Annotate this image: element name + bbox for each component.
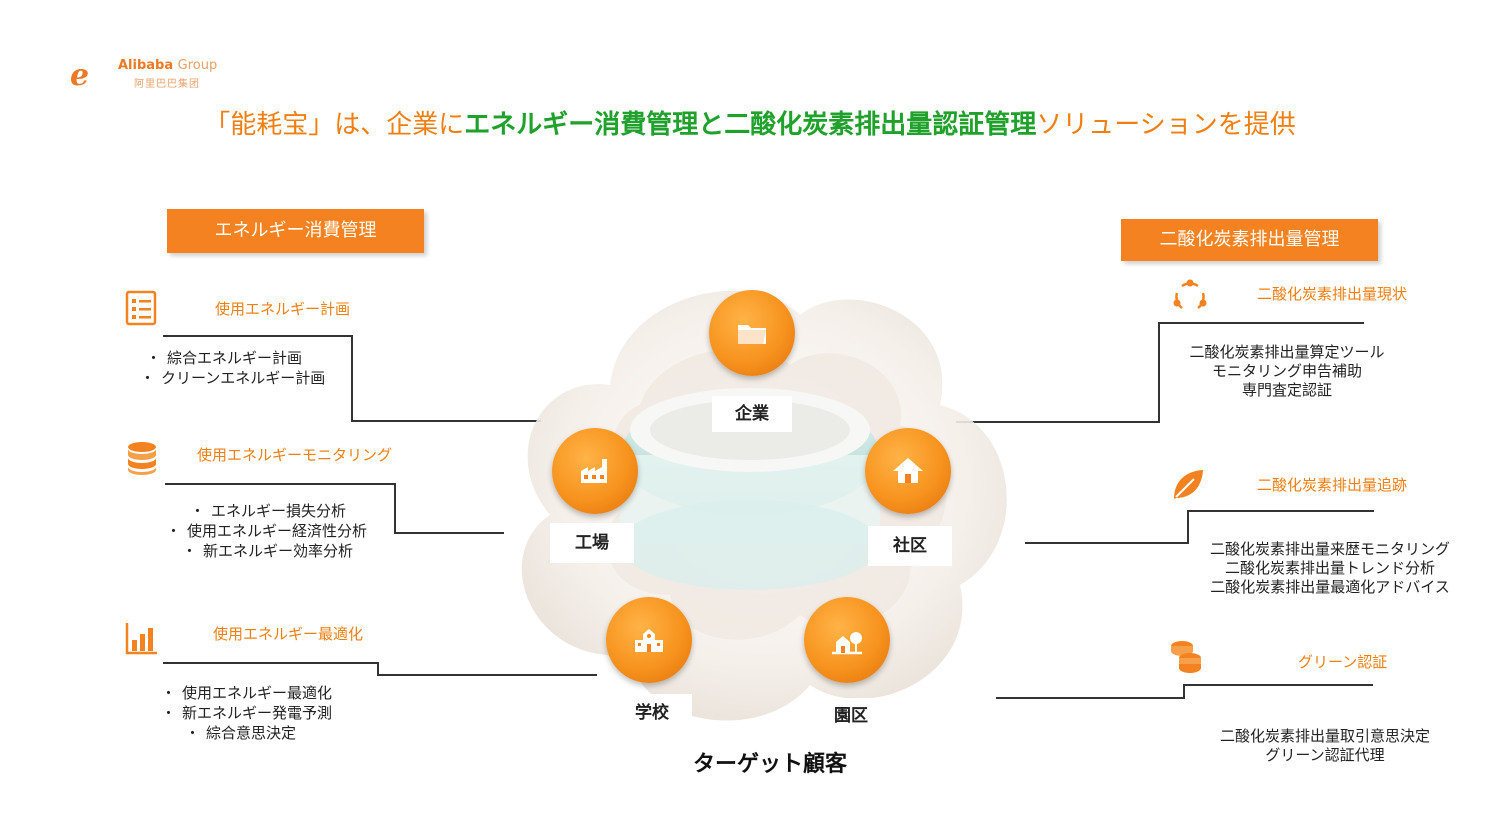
energy-plan-list: 綜合エネルギー計画 クリーンエネルギー計画	[146, 348, 325, 388]
node-school[interactable]	[606, 597, 692, 683]
node-label-factory: 工場	[550, 523, 634, 563]
connector-line	[163, 335, 353, 337]
cycle-icon	[1173, 279, 1207, 309]
node-label-enterprise: 企業	[712, 396, 792, 432]
connector-line	[996, 697, 1185, 699]
list-item: 綜合エネルギー計画	[146, 348, 325, 368]
database-icon	[128, 442, 156, 475]
list-item: 使用エネルギー経済性分析	[166, 521, 367, 541]
connector-line	[1187, 510, 1374, 512]
section-title-green-certification: グリーン認証	[1298, 653, 1388, 671]
page-title: 「能耗宝」は、企業にエネルギー消費管理と二酸化炭素排出量認証管理ソリューションを…	[204, 110, 1296, 140]
list-item: 使用エネルギー最適化	[161, 683, 332, 703]
connector-line	[1183, 684, 1373, 686]
connector-line	[163, 662, 379, 664]
node-factory[interactable]	[552, 428, 638, 514]
alibaba-e-mark: e	[70, 58, 90, 93]
folder-icon	[738, 325, 766, 344]
connector-line	[1187, 510, 1189, 544]
connector-line	[956, 421, 1160, 423]
house-icon	[893, 458, 923, 483]
connector-line	[377, 674, 597, 676]
carbon-tracking-text: 二酸化炭素排出量来歴モニタリング 二酸化炭素排出量トレンド分析 二酸化炭素排出量…	[1209, 540, 1450, 596]
logo-cn-text: 阿里巴巴集团	[134, 79, 200, 90]
section-title-energy-plan: 使用エネルギー計画	[215, 300, 351, 318]
energy-management-header: エネルギー消費管理	[167, 209, 424, 253]
section-title-carbon-tracking: 二酸化炭素排出量追跡	[1257, 476, 1408, 494]
section-title-energy-optimization: 使用エネルギー最適化	[213, 625, 364, 643]
target-customers-caption: ターゲット顧客	[692, 752, 847, 777]
list-item: 新エネルギー効率分析	[182, 541, 367, 561]
connector-line	[1183, 684, 1185, 699]
checklist-icon	[125, 290, 157, 326]
connector-line	[351, 420, 541, 422]
green-certification-text: 二酸化炭素排出量取引意思決定 グリーン認証代理	[1219, 727, 1430, 764]
node-industrial-park[interactable]	[804, 597, 890, 683]
alibaba-logo: e Alibaba Group 阿里巴巴集团	[70, 56, 250, 96]
connector-line	[377, 662, 379, 676]
section-title-carbon-status: 二酸化炭素排出量現状	[1257, 285, 1408, 303]
cloud-platform-graphic	[521, 290, 1007, 721]
leaf-icon	[1174, 470, 1203, 499]
connector-line	[394, 483, 396, 534]
section-title-energy-monitoring: 使用エネルギーモニタリング	[197, 446, 393, 464]
node-label-industrial-park: 園区	[810, 698, 892, 734]
logo-text: Alibaba	[118, 58, 174, 73]
factory-icon	[581, 459, 607, 483]
logo-subtext: Group	[177, 58, 218, 73]
bar-chart-icon	[125, 623, 157, 655]
node-label-school: 学校	[612, 694, 692, 732]
park-icon	[832, 632, 862, 655]
list-item: エネルギー損失分析	[190, 501, 367, 521]
school-icon	[635, 629, 663, 652]
connector-line	[1025, 542, 1189, 544]
connector-line	[1158, 322, 1160, 423]
node-enterprise[interactable]	[709, 290, 795, 376]
connector-line	[165, 483, 396, 485]
node-community[interactable]	[865, 428, 951, 514]
carbon-management-header: 二酸化炭素排出量管理	[1121, 219, 1378, 261]
energy-optimization-list: 使用エネルギー最適化 新エネルギー発電予測 綜合意思決定	[161, 683, 332, 743]
energy-monitoring-list: エネルギー損失分析 使用エネルギー経済性分析 新エネルギー効率分析	[166, 501, 367, 561]
list-item: クリーンエネルギー計画	[140, 368, 325, 388]
connector-line	[351, 335, 353, 422]
list-item: 綜合意思決定	[185, 723, 332, 743]
carbon-status-text: 二酸化炭素排出量算定ツール モニタリング申告補助 専門査定認証	[1189, 343, 1385, 399]
connector-line	[1158, 322, 1364, 324]
list-item: 新エネルギー発電予測	[161, 703, 332, 723]
connector-line	[394, 532, 504, 534]
node-label-community: 社区	[868, 526, 952, 566]
coins-icon	[1171, 641, 1201, 673]
